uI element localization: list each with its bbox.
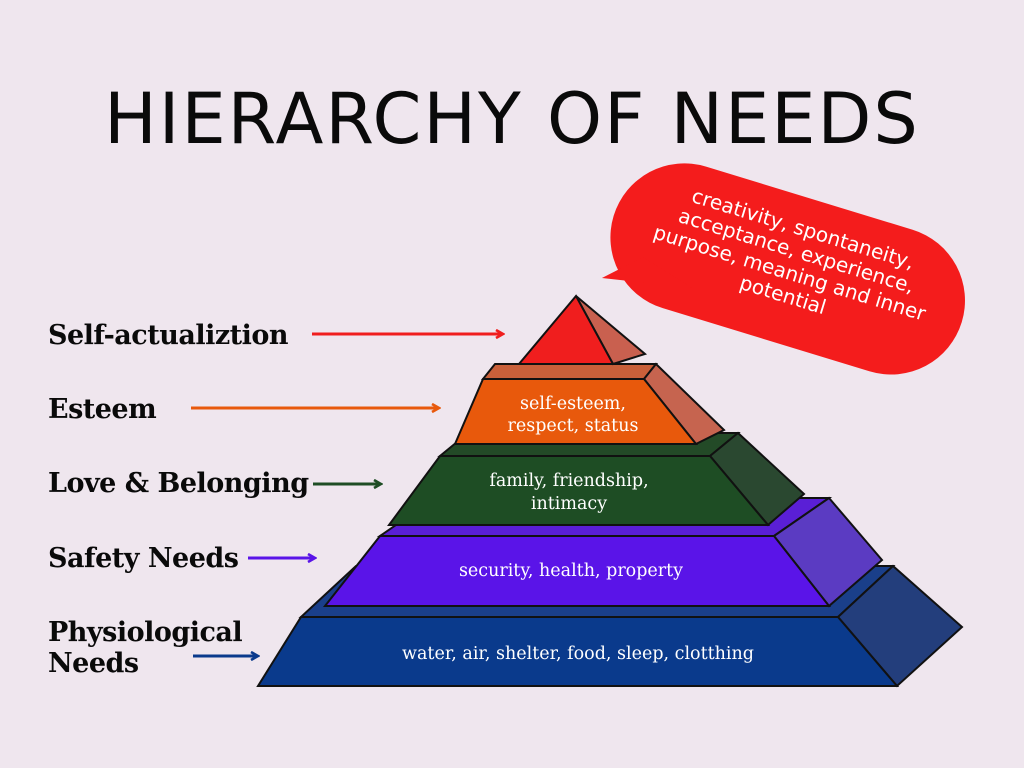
tier-safety-text: security, health, property	[459, 561, 683, 581]
tier-esteem-text-1: self-esteem,	[520, 394, 626, 414]
tier-love-belonging: family, friendship, intimacy	[387, 431, 806, 527]
tier-physiological-text: water, air, shelter, food, sleep, clotth…	[402, 644, 754, 664]
label-esteem: Esteem	[48, 394, 157, 425]
tier-esteem-text-2: respect, status	[508, 416, 639, 436]
label-physiological-line-2: Needs	[48, 648, 139, 679]
tier-esteem: self-esteem, respect, status	[453, 362, 726, 446]
speech-bubble: creativity, spontaneity, acceptance, exp…	[601, 163, 965, 375]
label-self-actualization: Self-actualiztion	[48, 320, 289, 351]
label-safety-needs: Safety Needs	[48, 543, 239, 574]
tier-love-text-1: family, friendship,	[489, 471, 648, 491]
page-title: HIERARCHY OF NEEDS	[104, 78, 920, 160]
label-love-belonging: Love & Belonging	[48, 468, 309, 499]
label-physiological-line-1: Physiological	[48, 617, 243, 648]
label-physiological-needs: Physiological Needs	[48, 617, 243, 679]
tier-self-actualization	[516, 294, 648, 366]
tier-love-text-2: intimacy	[531, 494, 607, 514]
